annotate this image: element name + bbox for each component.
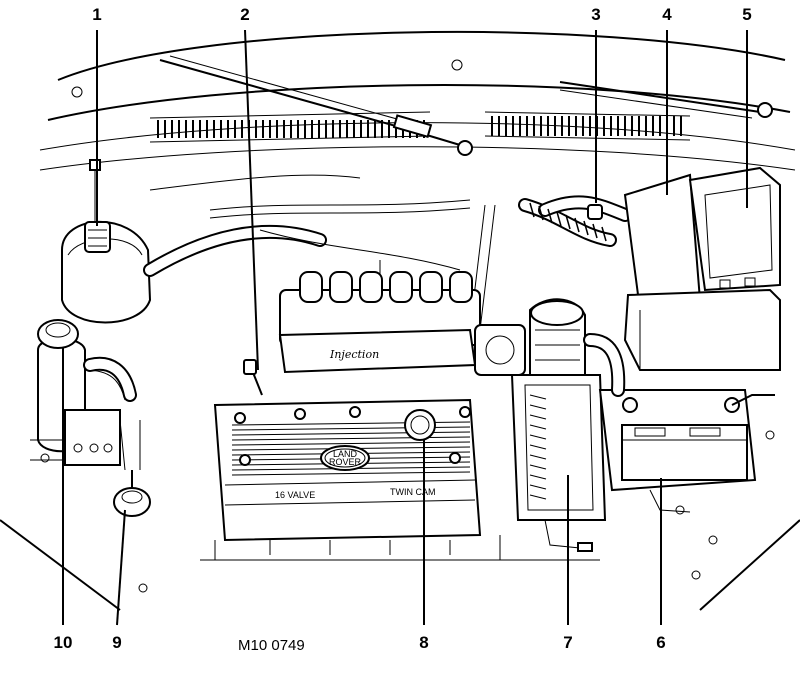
badge-land-text: LAND [333, 449, 358, 459]
air-cleaner [510, 374, 607, 552]
coolant-hose-upper [143, 224, 327, 277]
fuse-box-cover [688, 166, 781, 292]
callout-1: 1 [92, 5, 101, 24]
bay-holes [40, 430, 775, 593]
washer-pump [113, 419, 151, 517]
badge-rover-text: ROVER [329, 457, 362, 467]
callout-10: 10 [54, 633, 73, 652]
plenum-chamber: Injection [278, 328, 477, 374]
fuse-box-main [623, 173, 781, 371]
callout-9: 9 [112, 633, 121, 652]
plenum-injection-text: Injection [329, 348, 379, 361]
left-bracket [30, 409, 121, 466]
callout-4: 4 [662, 5, 672, 24]
oil-filler-cap [404, 409, 436, 441]
cover-twin-cam-text: TWIN CAM [390, 487, 436, 497]
wiper-arm-left [159, 55, 473, 156]
callout-3: 3 [591, 5, 600, 24]
air-intake-duct [529, 298, 586, 376]
cover-16-valve-text: 16 VALVE [275, 490, 315, 500]
callout-5: 5 [742, 5, 751, 24]
wiper-arm-right [559, 81, 773, 119]
leader-lines [62, 29, 748, 626]
throttle-body [474, 324, 526, 376]
callout-8: 8 [419, 633, 428, 652]
battery [598, 389, 775, 515]
land-rover-badge: LAND ROVER [320, 445, 370, 471]
callout-7: 7 [563, 633, 572, 652]
figure-code: M10 0749 [238, 637, 305, 654]
scuttle-vent-right [484, 111, 691, 141]
coolant-expansion-tank [61, 159, 152, 324]
coolant-hose-side [83, 356, 137, 402]
wiring-harness [518, 195, 632, 247]
callout-2: 2 [240, 5, 249, 24]
oil-dipstick [243, 359, 263, 396]
right-washer-pipe [583, 333, 626, 397]
callout-6: 6 [656, 633, 665, 652]
fuel-lines [149, 174, 471, 271]
